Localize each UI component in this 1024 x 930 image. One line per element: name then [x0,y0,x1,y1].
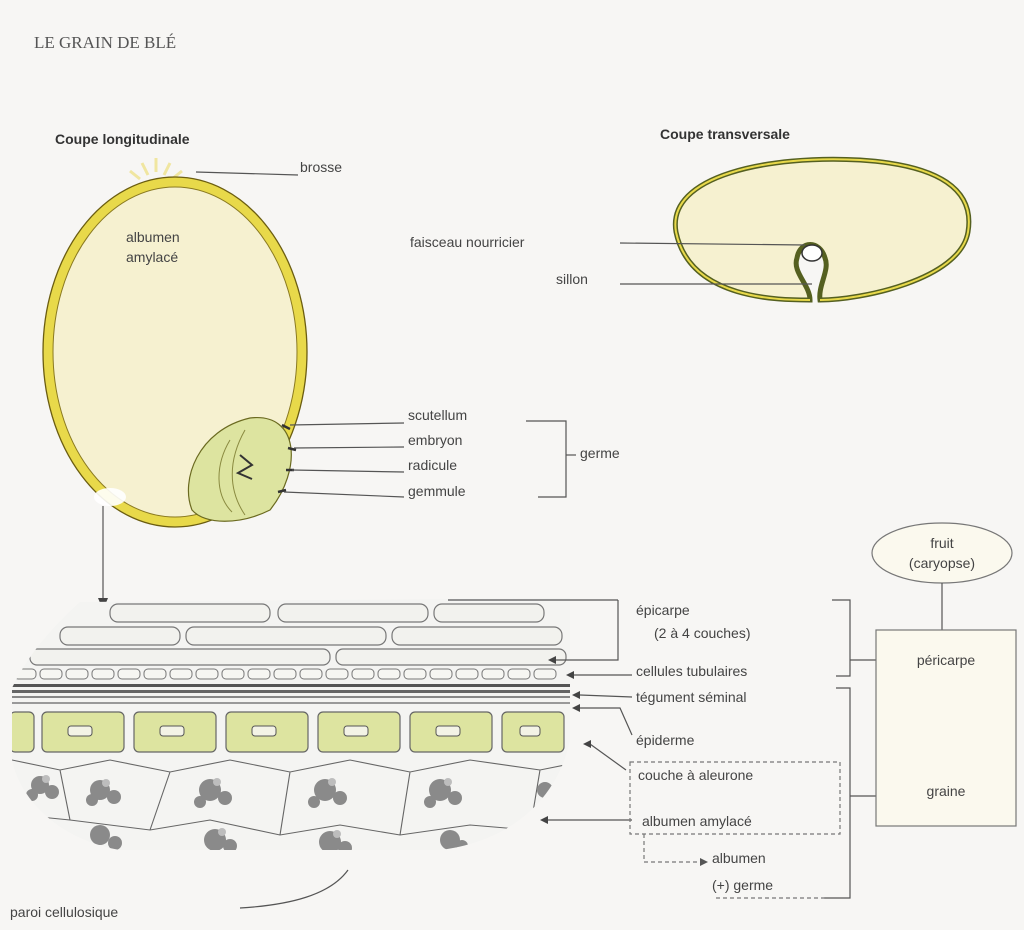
label-epicarpe-line2: (2 à 4 couches) [654,625,751,641]
label-albumen-line1: albumen [126,229,180,245]
label-pericarpe: péricarpe [917,652,976,668]
layered-section [0,590,580,860]
label-sillon: sillon [556,271,588,287]
label-albumen: albumen [712,850,766,866]
label-albumen-line2: amylacé [126,249,178,265]
label-albumen-amylace: albumen amylacé [642,813,752,829]
label-fruit: fruit [930,535,953,551]
label-tegument-seminal: tégument séminal [636,689,747,705]
label-cellules-tubulaires: cellules tubulaires [636,663,747,679]
fruit-bubble [872,523,1012,583]
label-radicule: radicule [408,457,457,473]
label-couche-aleurone: couche à aleurone [638,767,753,783]
label-graine: graine [927,783,966,799]
label-brosse: brosse [300,159,342,175]
label-paroi-cellulosique: paroi cellulosique [10,904,118,920]
label-faisceau-nourricier: faisceau nourricier [410,234,525,250]
label-plus-germe: (+) germe [712,877,773,893]
label-caryopse: (caryopse) [909,555,975,571]
transversal-grain [675,159,969,300]
label-epicarpe-line1: épicarpe [636,602,690,618]
label-germe: germe [580,445,620,461]
label-epiderme: épiderme [636,732,695,748]
diagram-title: LE GRAIN DE BLÉ [34,33,176,52]
label-scutellum: scutellum [408,407,467,423]
brosse-tuft [130,158,182,179]
transversal-heading: Coupe transversale [660,126,790,142]
longitudinal-heading: Coupe longitudinale [55,131,190,147]
label-gemmule: gemmule [408,483,466,499]
label-embryon: embryon [408,432,462,448]
